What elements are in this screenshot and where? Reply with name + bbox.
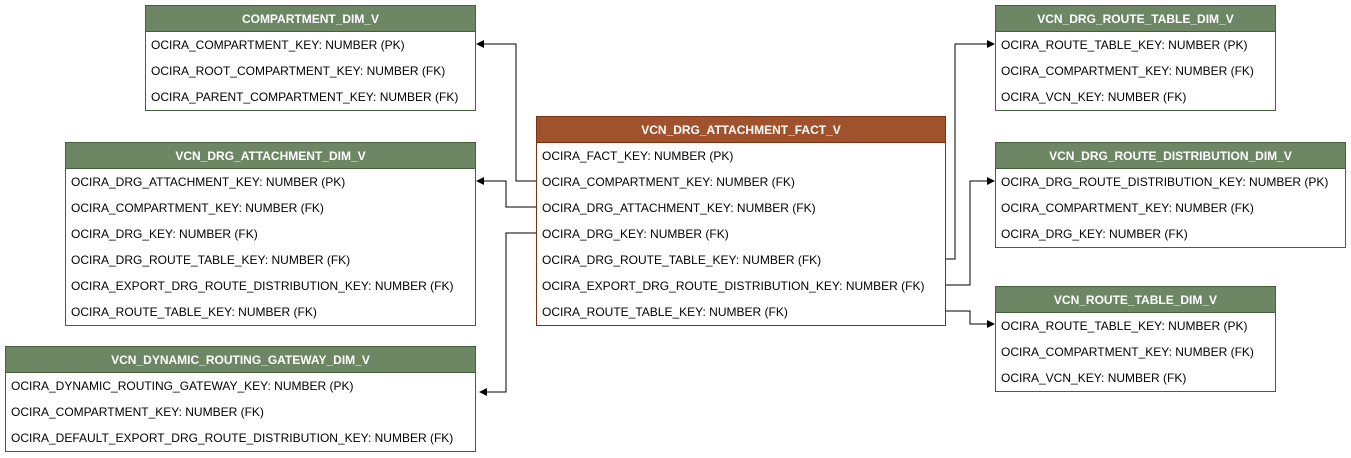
field-row: OCIRA_COMPARTMENT_KEY: NUMBER (FK) — [1001, 64, 1254, 78]
field-row: OCIRA_ROUTE_TABLE_KEY: NUMBER (PK) — [1001, 319, 1248, 333]
field-row: OCIRA_DRG_ATTACHMENT_KEY: NUMBER (PK) — [71, 175, 346, 189]
entity-title: COMPARTMENT_DIM_V — [146, 6, 475, 32]
field-row: OCIRA_DRG_KEY: NUMBER (FK) — [71, 227, 258, 241]
field-row: OCIRA_VCN_KEY: NUMBER (FK) — [1001, 90, 1187, 104]
field-row: OCIRA_EXPORT_DRG_ROUTE_DISTRIBUTION_KEY:… — [542, 279, 925, 293]
connector-drg-route-table — [945, 40, 995, 260]
field-row: OCIRA_FACT_KEY: NUMBER (PK) — [542, 149, 734, 163]
field-row: OCIRA_ROUTE_TABLE_KEY: NUMBER (PK) — [1001, 38, 1248, 52]
field-row: OCIRA_DRG_KEY: NUMBER (FK) — [1001, 227, 1188, 241]
field-row: OCIRA_COMPARTMENT_KEY: NUMBER (FK) — [1001, 201, 1254, 215]
field-row: OCIRA_DRG_ROUTE_DISTRIBUTION_KEY: NUMBER… — [1001, 175, 1329, 189]
field-row: OCIRA_ROUTE_TABLE_KEY: NUMBER (FK) — [542, 305, 788, 319]
entity-title: VCN_ROUTE_TABLE_DIM_V — [996, 287, 1275, 313]
field-row: OCIRA_COMPARTMENT_KEY: NUMBER (FK) — [11, 405, 264, 419]
entity-title: VCN_DYNAMIC_ROUTING_GATEWAY_DIM_V — [6, 347, 475, 373]
field-row: OCIRA_EXPORT_DRG_ROUTE_DISTRIBUTION_KEY:… — [71, 279, 454, 293]
entity-vcn-drg-attachment-fact[interactable]: VCN_DRG_ATTACHMENT_FACT_V OCIRA_FACT_KEY… — [536, 116, 946, 326]
field-row: OCIRA_DRG_KEY: NUMBER (FK) — [542, 227, 729, 241]
field-row: OCIRA_COMPARTMENT_KEY: NUMBER (FK) — [1001, 345, 1254, 359]
connector-route-table — [945, 310, 995, 328]
entity-vcn-dynamic-routing-gateway-dim[interactable]: VCN_DYNAMIC_ROUTING_GATEWAY_DIM_V OCIRA_… — [5, 346, 476, 452]
field-row: OCIRA_VCN_KEY: NUMBER (FK) — [1001, 371, 1187, 385]
field-row: OCIRA_DRG_ROUTE_TABLE_KEY: NUMBER (FK) — [71, 253, 351, 267]
entity-title: VCN_DRG_ROUTE_TABLE_DIM_V — [996, 6, 1275, 32]
field-row: OCIRA_DRG_ROUTE_TABLE_KEY: NUMBER (FK) — [542, 253, 822, 267]
field-row: OCIRA_COMPARTMENT_KEY: NUMBER (PK) — [151, 38, 405, 52]
entity-title: VCN_DRG_ROUTE_DISTRIBUTION_DIM_V — [996, 143, 1345, 169]
field-row: OCIRA_COMPARTMENT_KEY: NUMBER (FK) — [71, 201, 324, 215]
field-row: OCIRA_ROUTE_TABLE_KEY: NUMBER (FK) — [71, 305, 317, 319]
entity-title: VCN_DRG_ATTACHMENT_DIM_V — [66, 143, 475, 169]
connector-drg-route-distribution — [945, 177, 995, 286]
connector-compartment — [476, 40, 536, 182]
entity-compartment-dim[interactable]: COMPARTMENT_DIM_V OCIRA_COMPARTMENT_KEY:… — [145, 5, 476, 111]
entity-vcn-drg-attachment-dim[interactable]: VCN_DRG_ATTACHMENT_DIM_V OCIRA_DRG_ATTAC… — [65, 142, 476, 326]
connector-dynamic-routing-gateway — [479, 232, 536, 396]
entity-vcn-drg-route-table-dim[interactable]: VCN_DRG_ROUTE_TABLE_DIM_V OCIRA_ROUTE_TA… — [995, 5, 1276, 111]
field-row: OCIRA_DRG_ATTACHMENT_KEY: NUMBER (FK) — [542, 201, 816, 215]
field-row: OCIRA_COMPARTMENT_KEY: NUMBER (FK) — [542, 175, 795, 189]
entity-vcn-route-table-dim[interactable]: VCN_ROUTE_TABLE_DIM_V OCIRA_ROUTE_TABLE_… — [995, 286, 1276, 392]
connector-drg-attachment — [476, 177, 536, 208]
entity-vcn-drg-route-distribution-dim[interactable]: VCN_DRG_ROUTE_DISTRIBUTION_DIM_V OCIRA_D… — [995, 142, 1346, 248]
field-row: OCIRA_DEFAULT_EXPORT_DRG_ROUTE_DISTRIBUT… — [11, 431, 454, 445]
field-row: OCIRA_ROOT_COMPARTMENT_KEY: NUMBER (FK) — [151, 64, 446, 78]
field-row: OCIRA_PARENT_COMPARTMENT_KEY: NUMBER (FK… — [151, 90, 459, 104]
entity-title: VCN_DRG_ATTACHMENT_FACT_V — [537, 117, 945, 143]
field-row: OCIRA_DYNAMIC_ROUTING_GATEWAY_KEY: NUMBE… — [11, 379, 354, 393]
